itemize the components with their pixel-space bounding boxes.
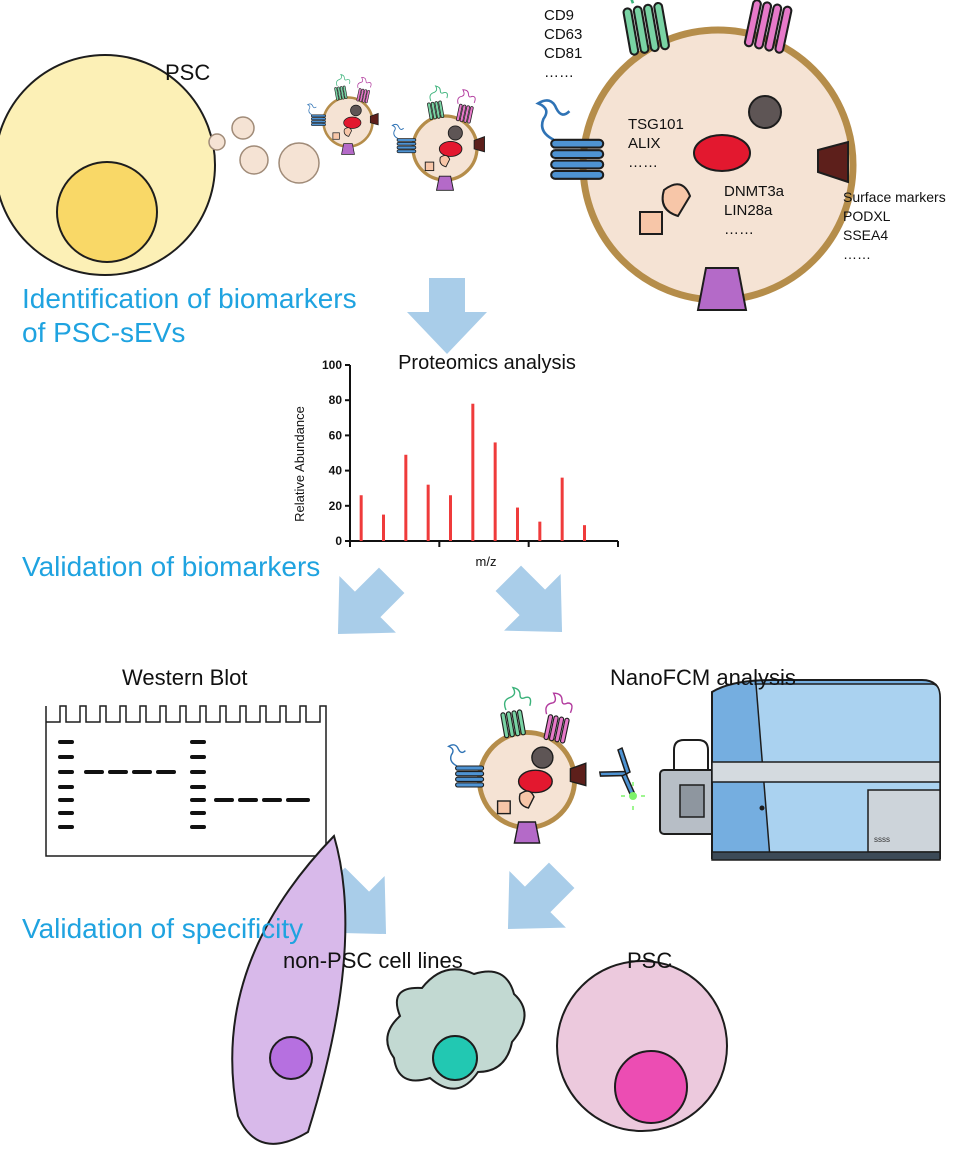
marker-lin28a: LIN28a xyxy=(724,202,773,219)
non-psc-cell-spindle xyxy=(231,834,347,1145)
inner-marker-list-2: DNMT3a LIN28a …… xyxy=(724,182,784,239)
non-psc-cell-lines-label: non-PSC cell lines xyxy=(283,948,463,973)
bars xyxy=(359,403,586,541)
tetraspanin-list: CD9 CD63 CD81 …… xyxy=(544,6,582,82)
proteomics-chart: Proteomics analysis 0 20 40 60 80 100 Relativ… xyxy=(292,352,619,569)
bar xyxy=(359,495,363,541)
western-blot-title: Western Blot xyxy=(122,665,248,690)
non-psc-cell-irregular xyxy=(386,968,526,1090)
psc-nucleus-bottom xyxy=(614,1050,688,1124)
medium-vesicle xyxy=(392,86,484,190)
step-identification-line2: of PSC-sEVs xyxy=(22,317,186,348)
chart-title: Proteomics analysis xyxy=(398,352,576,374)
x-axis-label: m/z xyxy=(476,554,497,569)
x-axis xyxy=(349,540,619,547)
bar xyxy=(560,477,564,541)
psc-bottom-label: PSC xyxy=(627,948,673,973)
bar xyxy=(426,484,430,541)
y-axis-label: Relative Abundance xyxy=(292,406,307,522)
nanofcm-vesicle xyxy=(449,688,586,843)
psc-top-label: PSC xyxy=(165,60,211,85)
tetraspanin-more: …… xyxy=(544,64,574,81)
western-blot-gel xyxy=(45,705,327,857)
bar xyxy=(449,495,452,541)
marker-tsg101: TSG101 xyxy=(628,116,684,133)
marker-more-1: …… xyxy=(628,154,658,171)
marker-more-3: …… xyxy=(843,246,871,262)
marker-ssea4: SSEA4 xyxy=(843,227,889,243)
bar xyxy=(493,442,497,541)
inner-marker-list-1: TSG101 ALIX …… xyxy=(628,115,684,172)
step-identification: Identification of biomarkers of PSC-sEVs xyxy=(22,282,357,350)
psc-nucleus-top xyxy=(56,161,158,263)
surface-marker-list: Surface markers PODXL SSEA4 …… xyxy=(843,188,946,264)
bar xyxy=(382,514,385,541)
non-psc-nucleus-spindle xyxy=(269,1036,313,1080)
marker-dnmt3a: DNMT3a xyxy=(724,183,785,200)
y-axis: 0 20 40 60 80 100 xyxy=(322,358,351,548)
y-tick-label: 100 xyxy=(322,358,342,372)
step-identification-line1: Identification of biomarkers xyxy=(22,283,357,314)
fluorescent-label-icon xyxy=(629,792,637,800)
bar xyxy=(583,525,586,541)
large-vesicle-detail xyxy=(536,0,857,311)
bar xyxy=(538,521,542,541)
y-tick-label: 60 xyxy=(329,428,343,442)
step-validation-biomarkers: Validation of biomarkers xyxy=(22,551,321,582)
nanofcm-instrument-icon xyxy=(659,679,941,861)
marker-more-2: …… xyxy=(724,221,754,238)
arrow-down-left-2 xyxy=(479,847,590,958)
marker-podxl: PODXL xyxy=(843,208,891,224)
tetraspanin-cd9: CD9 xyxy=(544,7,575,24)
instrument-button-text: ssss xyxy=(874,835,890,844)
released-vesicles xyxy=(208,116,320,184)
tetraspanin-cd63: CD63 xyxy=(544,26,583,43)
arrow-down-1 xyxy=(407,278,487,354)
nanofcm-title: NanoFCM analysis xyxy=(610,665,796,690)
bar xyxy=(471,403,475,541)
surface-markers-title: Surface markers xyxy=(843,189,946,205)
bar xyxy=(404,454,408,541)
y-tick-label: 20 xyxy=(329,499,343,513)
y-tick-label: 0 xyxy=(335,534,342,548)
y-tick-label: 80 xyxy=(329,393,343,407)
marker-alix: ALIX xyxy=(628,135,661,152)
tetraspanin-cd81: CD81 xyxy=(544,45,583,62)
antibody-icon xyxy=(598,746,635,796)
y-tick-label: 40 xyxy=(329,464,343,478)
non-psc-nucleus-irregular xyxy=(432,1035,478,1081)
bar xyxy=(516,507,519,541)
step-validation-specificity: Validation of specificity xyxy=(22,913,304,944)
small-vesicle xyxy=(308,74,379,154)
